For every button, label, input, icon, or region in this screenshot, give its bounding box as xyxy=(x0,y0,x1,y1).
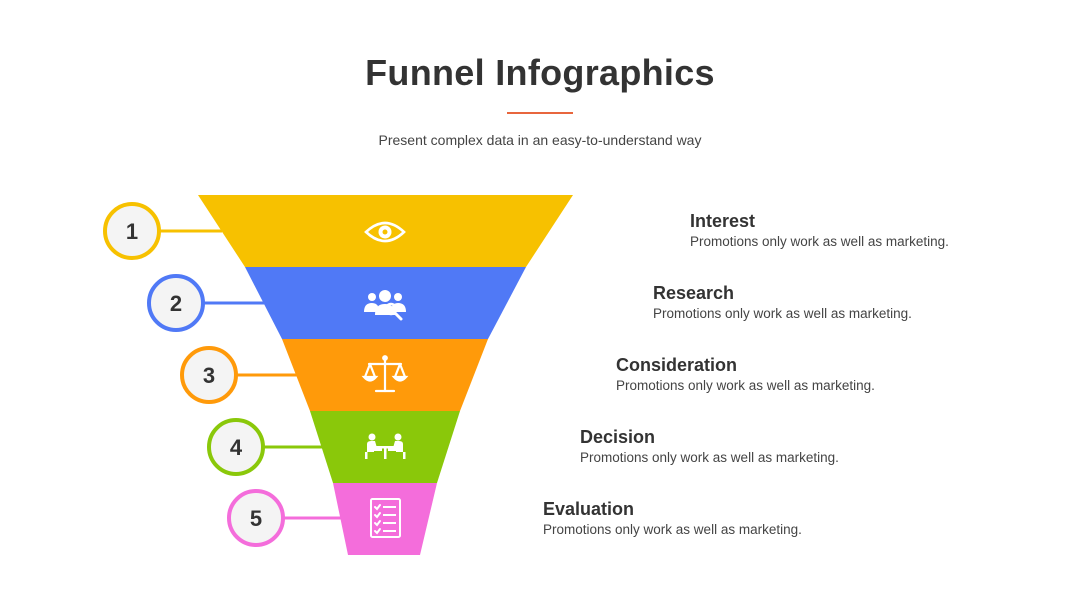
step-badge-3: 3 xyxy=(180,346,238,404)
stage-label-evaluation: Evaluation Promotions only work as well … xyxy=(543,498,802,540)
stage-description: Promotions only work as well as marketin… xyxy=(543,522,802,537)
step-badge-2: 2 xyxy=(147,274,205,332)
stage-title: Decision xyxy=(580,427,656,447)
step-number-1: 1 xyxy=(126,219,138,244)
step-number-2: 2 xyxy=(170,291,182,316)
stage-title: Research xyxy=(653,283,735,303)
meeting-table-icon xyxy=(365,433,406,459)
stage-description: Promotions only work as well as marketin… xyxy=(653,306,912,321)
stage-label-research: Research Promotions only work as well as… xyxy=(653,282,912,324)
funnel-segment-2 xyxy=(245,267,526,339)
title-underline xyxy=(507,112,573,114)
step-badge-5: 5 xyxy=(227,489,285,547)
stage-label-decision: Decision Promotions only work as well as… xyxy=(580,426,839,468)
step-number-4: 4 xyxy=(230,435,243,460)
stage-title: Consideration xyxy=(616,355,738,375)
stage-description: Promotions only work as well as marketin… xyxy=(616,378,875,393)
page-subtitle: Present complex data in an easy-to-under… xyxy=(378,132,702,148)
stage-title: Interest xyxy=(690,211,756,231)
stage-label-interest: Interest Promotions only work as well as… xyxy=(690,210,949,252)
stage-description: Promotions only work as well as marketin… xyxy=(690,234,949,249)
funnel-segment-5 xyxy=(333,483,437,555)
eye-icon xyxy=(364,221,406,243)
research-people-icon xyxy=(364,290,406,321)
checklist-icon xyxy=(370,498,401,538)
stage-description: Promotions only work as well as marketin… xyxy=(580,450,839,465)
scale-icon xyxy=(361,355,409,393)
step-number-5: 5 xyxy=(250,506,262,531)
step-badge-4: 4 xyxy=(207,418,265,476)
stage-title: Evaluation xyxy=(543,499,635,519)
page-title: Funnel Infographics xyxy=(365,52,715,93)
step-number-3: 3 xyxy=(203,363,215,388)
step-badge-1: 1 xyxy=(103,202,161,260)
stage-label-consideration: Consideration Promotions only work as we… xyxy=(616,354,875,396)
